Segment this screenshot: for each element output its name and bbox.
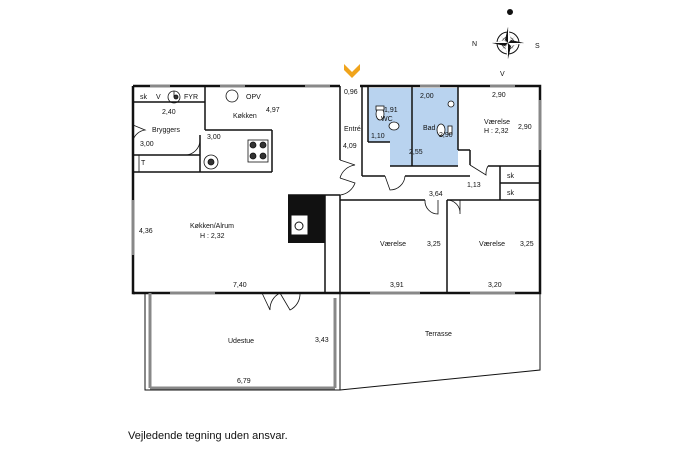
fixture-sk-top-left: sk — [140, 94, 148, 101]
dim-bad-l: 2,90 — [439, 132, 453, 139]
fixture-t: T — [141, 160, 146, 167]
windows — [131, 84, 542, 295]
room-vaerelse-ne: Værelse — [484, 119, 510, 126]
fireplace — [288, 195, 325, 243]
entrance-arrow-icon — [344, 64, 360, 78]
dim-hall-2: 3,64 — [429, 191, 443, 198]
room-bryggers: Bryggers — [152, 127, 181, 134]
dim-kokken-w: 4,97 — [266, 107, 280, 114]
dim-alrum-w: 7,40 — [233, 282, 247, 289]
dim-wc-2: 1,10 — [371, 133, 385, 140]
room-kokken-alrum-h: H : 2,32 — [200, 233, 225, 240]
room-vaerelse-mid: Værelse — [380, 241, 406, 248]
outer-walls — [131, 84, 542, 295]
fixture-sk-right-2: sk — [507, 190, 515, 197]
dim-bryggers-l: 3,00 — [140, 141, 154, 148]
hall-step — [368, 142, 390, 166]
floor-plan: N S V sk V FYR OPV T sk sk Bryggers Køkk… — [131, 9, 542, 391]
bathroom-fixtures — [375, 100, 455, 137]
room-vaerelse-ne-h: H : 2,32 — [484, 128, 509, 135]
udestue-terrasse — [144, 293, 541, 391]
dim-vaerelse-ne-l: 2,90 — [518, 124, 532, 131]
doors — [132, 124, 489, 311]
inner-walls — [133, 86, 540, 293]
compass-icon — [492, 9, 524, 59]
dim-entre-l: 4,09 — [343, 143, 357, 150]
dim-vaerelse-mid-w: 3,91 — [390, 282, 404, 289]
room-udestue: Udestue — [228, 338, 254, 345]
room-bad: Bad — [423, 125, 436, 132]
dim-udestue-w: 6,79 — [237, 378, 251, 385]
room-kokken: Køkken — [233, 113, 257, 120]
room-entre: Entré — [344, 126, 361, 133]
dim-vaerelse-right-l: 3,25 — [520, 241, 534, 248]
dim-udestue-l: 3,43 — [315, 337, 329, 344]
dim-kokken-l: 3,00 — [207, 134, 221, 141]
dim-alrum-l: 4,36 — [139, 228, 153, 235]
dim-vaerelse-right-w: 3,20 — [488, 282, 502, 289]
room-kokken-alrum: Køkken/Alrum — [190, 223, 234, 230]
fixture-sk-right-1: sk — [507, 173, 515, 180]
room-vaerelse-right: Værelse — [479, 241, 505, 248]
dim-wc-1: 1,91 — [384, 107, 398, 114]
dim-bad-w: 2,00 — [420, 93, 434, 100]
disclaimer-text: Vejledende tegning uden ansvar. — [128, 430, 288, 442]
fixture-fyr: FYR — [184, 94, 198, 101]
dim-entre-w: 0,96 — [344, 89, 358, 96]
dim-vaerelse-ne-w: 2,90 — [492, 92, 506, 99]
room-wc: WC — [381, 116, 393, 123]
dim-vaerelse-mid-l: 3,25 — [427, 241, 441, 248]
compass-v: V — [500, 71, 505, 78]
kitchen-fixtures — [138, 89, 269, 172]
compass-s: S — [535, 43, 540, 50]
dim-hall-1: 2,55 — [409, 149, 423, 156]
room-terrasse: Terrasse — [425, 331, 452, 338]
fixture-v: V — [156, 94, 161, 101]
dim-hall-3: 1,13 — [467, 182, 481, 189]
fixture-opv: OPV — [246, 94, 261, 101]
dim-bryggers-w: 2,40 — [162, 109, 176, 116]
compass-n: N — [472, 41, 477, 48]
